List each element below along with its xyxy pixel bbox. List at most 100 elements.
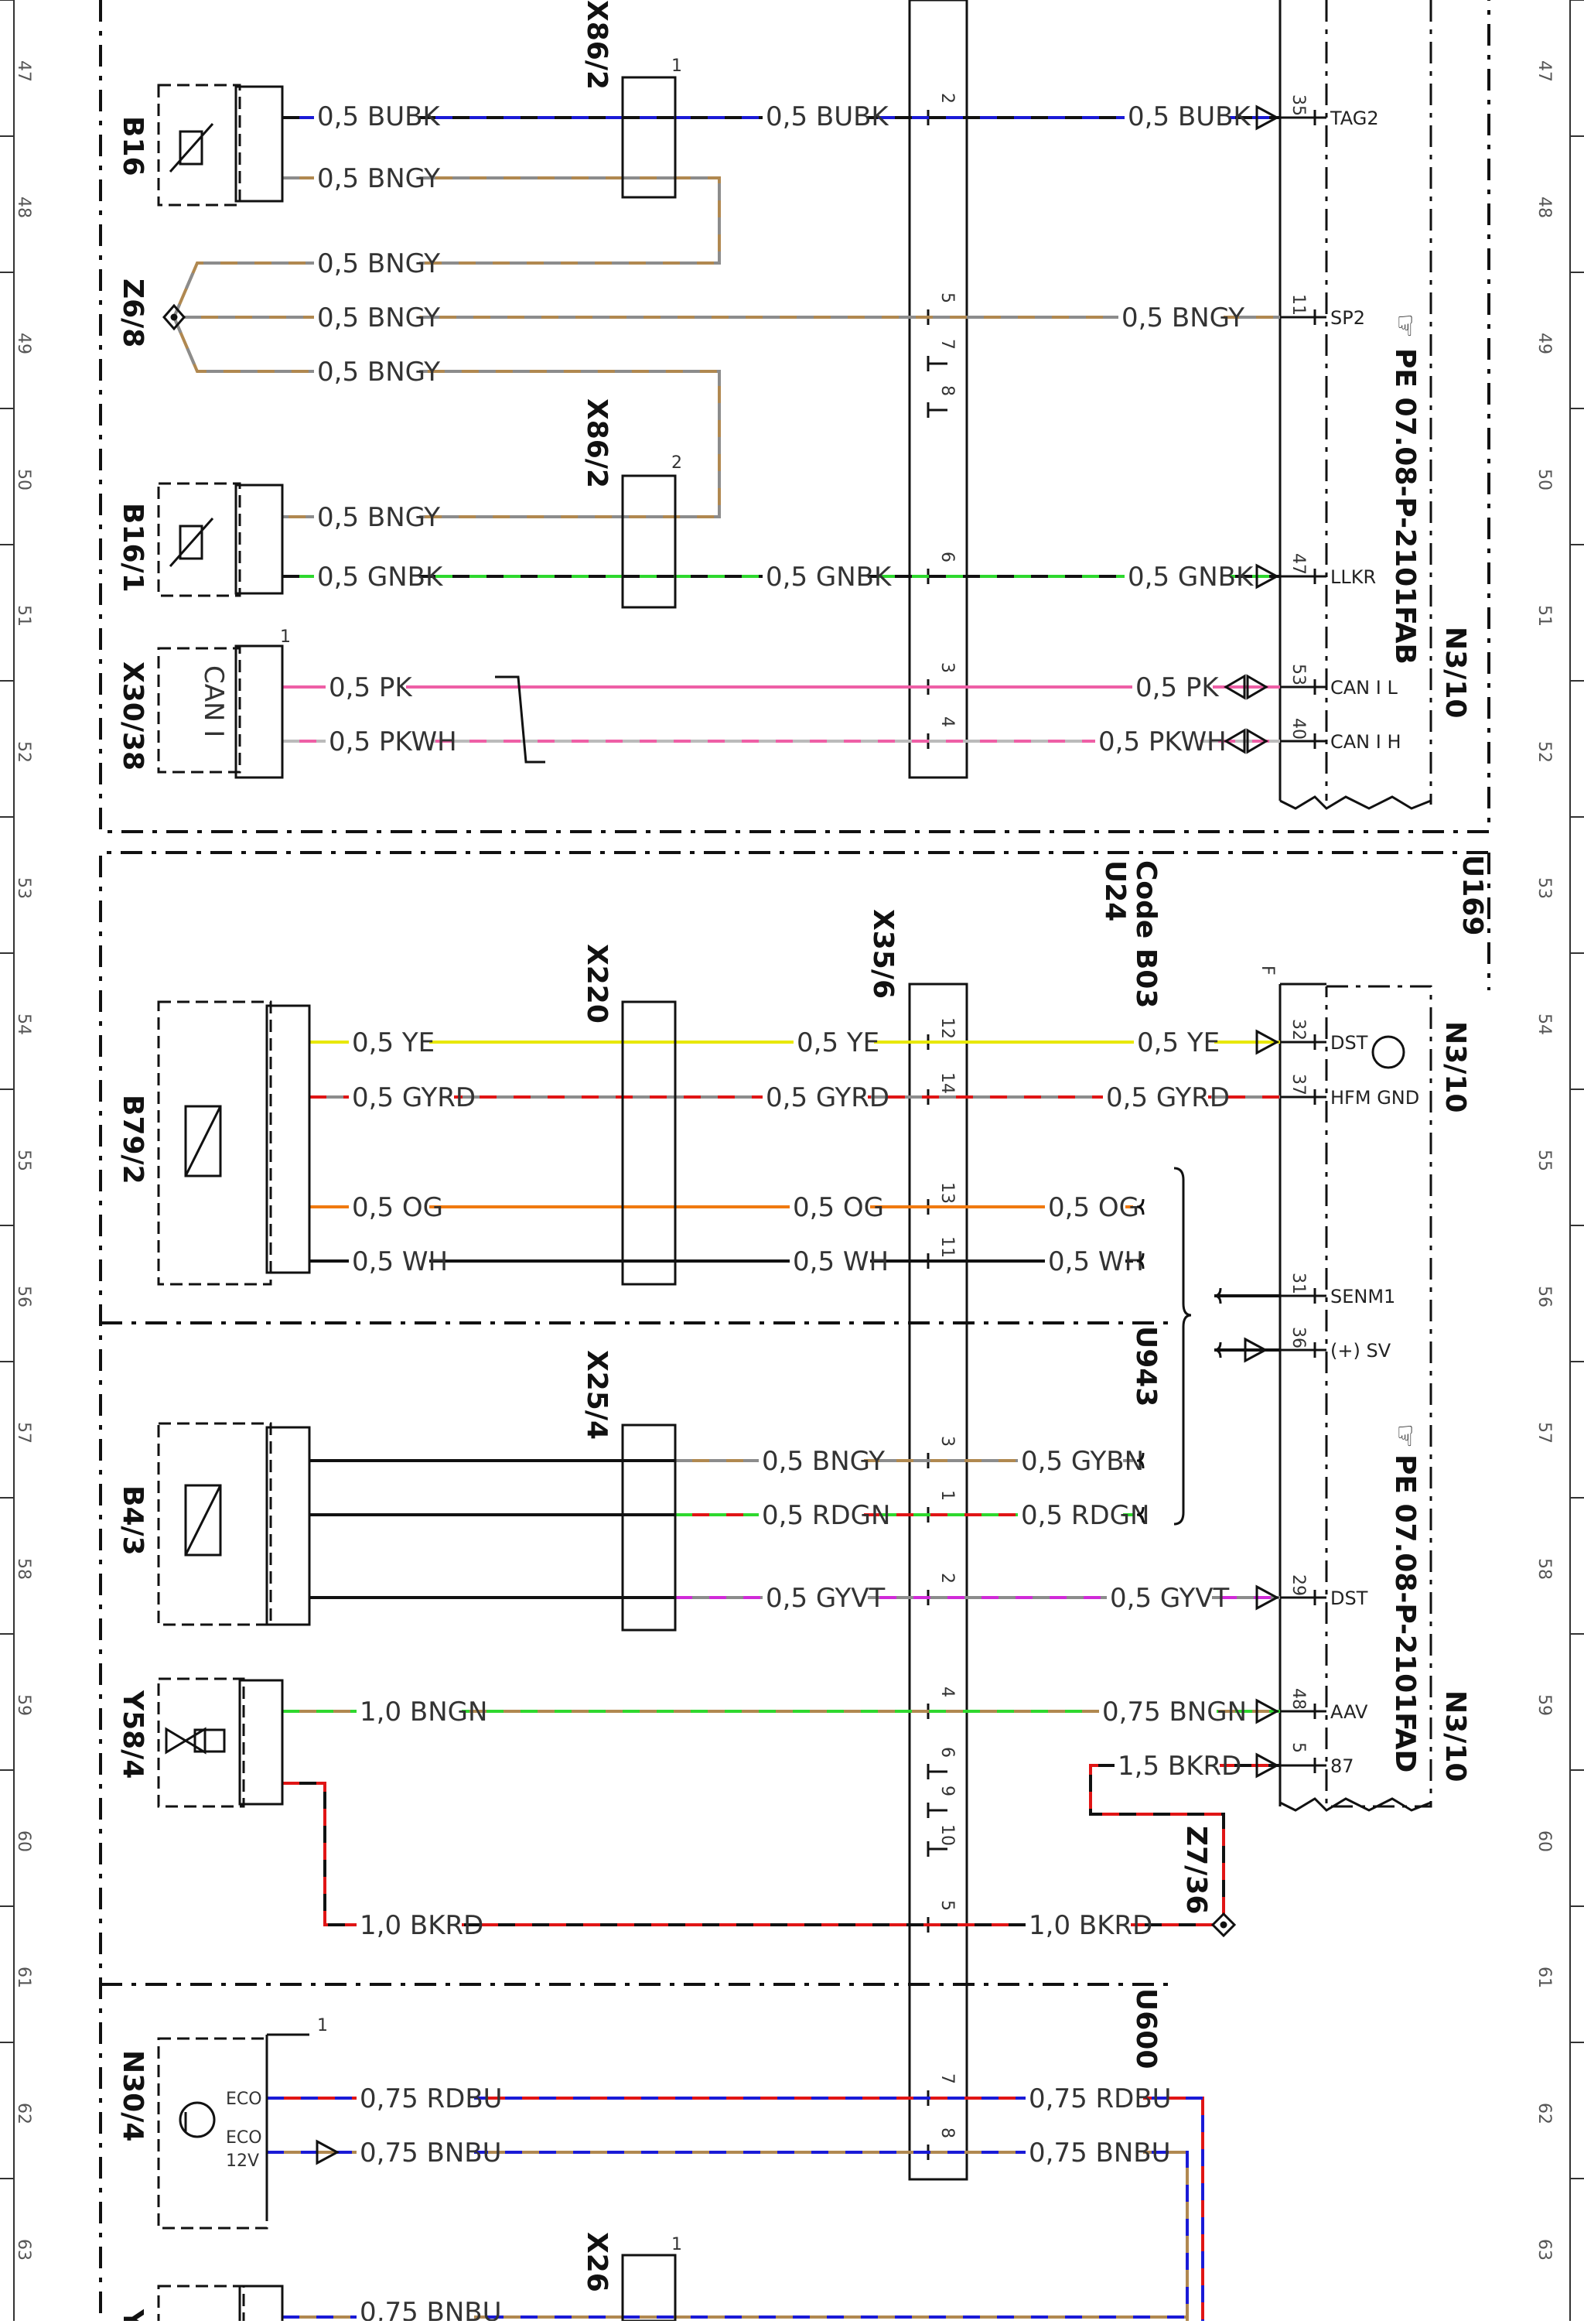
wire-label: 0,5 GYRD [352, 1082, 476, 1113]
wire-label: 0,75 BNBU [1029, 2138, 1170, 2168]
wire-label: 0,5 WH [1048, 1246, 1144, 1277]
wire-label-bg [763, 1584, 868, 1611]
n3-terminal-label: CAN I H [1330, 731, 1401, 753]
n3-pin-number: 47 [1289, 553, 1308, 575]
grid-row-label: 47 [1534, 60, 1554, 82]
wire-bngy [172, 176, 721, 318]
n3-terminal-label: DST [1330, 1587, 1368, 1609]
wire-bkrd-stripe [282, 1782, 1213, 1926]
x30-38-can-label: CAN I [198, 665, 229, 737]
x35-pin-number: 10 [937, 1824, 957, 1846]
wire-label-bg [326, 727, 431, 755]
wire-label: 0,5 WH [793, 1246, 889, 1277]
wire-label: 0,5 YE [1137, 1027, 1220, 1058]
n3-pin-number: 35 [1289, 94, 1308, 116]
wire-label: 0,5 BNGY [317, 502, 440, 533]
reference-pe-fad: PE 07.08-P-2101FAD [1389, 1454, 1421, 1772]
x35-pin-number: 12 [937, 1017, 957, 1039]
zone-borders [99, 0, 1490, 2313]
wire-label: 0,75 BNBU [360, 2297, 501, 2321]
wire-label: 1,0 BNGN [360, 1697, 487, 1728]
x30-num: 1 [280, 627, 291, 647]
wire-bkrd [282, 1782, 1213, 1926]
y58-4-label: Y58/4 [117, 1690, 148, 1779]
x35-pin-number: 4 [937, 1687, 957, 1697]
wire-label: 0,5 GYVT [1110, 1583, 1230, 1614]
stub [1214, 1341, 1222, 1359]
grid-row-label: 58 [14, 1558, 33, 1580]
wire-label-bg [1045, 1247, 1125, 1275]
wire-label: 0,5 PKWH [1098, 726, 1227, 757]
n3-pin-number: 36 [1289, 1327, 1308, 1348]
n3-pin-number: 40 [1289, 718, 1308, 740]
wire-label: 0,5 GYRD [766, 1082, 889, 1113]
wire-label-bg [314, 164, 419, 192]
wire-label: 0,5 BUBK [317, 101, 441, 132]
b16-1-label: B16/1 [117, 503, 148, 593]
n3-pin-number: 32 [1289, 1019, 1308, 1041]
n3-terminal-label: 87 [1330, 1755, 1354, 1777]
n3-pin-number: 29 [1289, 1574, 1308, 1596]
wire-label: 0,5 BNGY [1121, 302, 1244, 333]
wire-label: 0,75 RDBU [1029, 2083, 1172, 2114]
grid-row-label: 56 [14, 1286, 33, 1307]
wire-label-bg [357, 1697, 462, 1725]
wire-label: 0,5 GYBN [1021, 1446, 1144, 1477]
connector-x25-4 [621, 1423, 677, 1632]
wire-label: 0,5 BUBK [766, 101, 889, 132]
reference-pe-fab: PE 07.08-P-2101FAB [1389, 348, 1421, 665]
wire-label: 1,0 BKRD [1029, 1910, 1152, 1941]
transistor-icon [1371, 1035, 1405, 1069]
wire-rdbu-stripe [267, 2097, 1204, 2321]
grid-row-label: 63 [1534, 2239, 1554, 2261]
connector-numbers: 1 2 1 1 1 [280, 56, 682, 2254]
x35-pin-number: 14 [937, 1072, 957, 1094]
x35-pin-number: 2 [937, 1573, 957, 1584]
wire-bnbu-stripe [267, 2151, 1189, 2321]
wire-label-bg [1045, 1193, 1125, 1221]
n30-4-pin-eco1: ECO [226, 2090, 262, 2109]
n3-pin-number: 48 [1289, 1688, 1308, 1710]
x25-4-label: X25/4 [581, 1350, 613, 1440]
dbl-arrow [1246, 728, 1268, 754]
wire-label: 0,5 GYVT [766, 1583, 886, 1614]
wire-label: 0,5 WH [352, 1246, 448, 1277]
wire-label-bg [794, 1028, 874, 1056]
wire-label: 0,5 PK [1135, 672, 1220, 703]
wire-label-bg [349, 1028, 429, 1056]
x35-pin-number: 3 [937, 1436, 957, 1447]
n3-10-label-bot: N3/10 [1439, 1690, 1471, 1782]
n3-pin-number: 5 [1289, 1742, 1308, 1753]
n3-pin-number: 37 [1289, 1074, 1308, 1095]
grid-row-label: 55 [14, 1150, 33, 1171]
component-b16 [157, 84, 284, 207]
grid-row-label: 49 [14, 333, 33, 354]
wire-label: 0,5 BNGY [317, 357, 440, 388]
z6-8-label: Z6/8 [117, 279, 148, 347]
grid-row-label: 60 [1534, 1830, 1554, 1852]
x35-pin-number: 6 [937, 1747, 957, 1758]
zone-u169: U169 [1456, 855, 1488, 935]
x35-6-label: X35/6 [867, 909, 899, 999]
grid-row-label: 58 [1534, 1558, 1554, 1580]
wire-label: 0,5 GNBK [317, 562, 444, 593]
n3-terminal-label: (+) SV [1330, 1340, 1391, 1362]
wire-label: 1,5 BKRD [1118, 1751, 1241, 1782]
grid-row-label: 54 [1534, 1013, 1554, 1035]
zone-code-u24: U24 [1099, 860, 1131, 921]
wire-label-bg [1125, 102, 1230, 130]
arrow [1255, 104, 1280, 131]
z7-36-label: Z7/36 [1180, 1826, 1212, 1914]
zone-code-b03: Code B03 [1130, 860, 1162, 1008]
n3-terminal-label: DST [1330, 1032, 1368, 1054]
grid-row-label: 51 [14, 605, 33, 627]
wire-label: 0,5 YE [352, 1027, 435, 1058]
component-b4-3 [157, 1422, 311, 1626]
grid-row-label: 50 [1534, 469, 1554, 490]
wire-label-bg [357, 2084, 474, 2112]
x35-pin-number: 3 [937, 662, 957, 673]
wire-label: 0,5 PKWH [329, 726, 457, 757]
component-z6-8 [162, 303, 186, 331]
